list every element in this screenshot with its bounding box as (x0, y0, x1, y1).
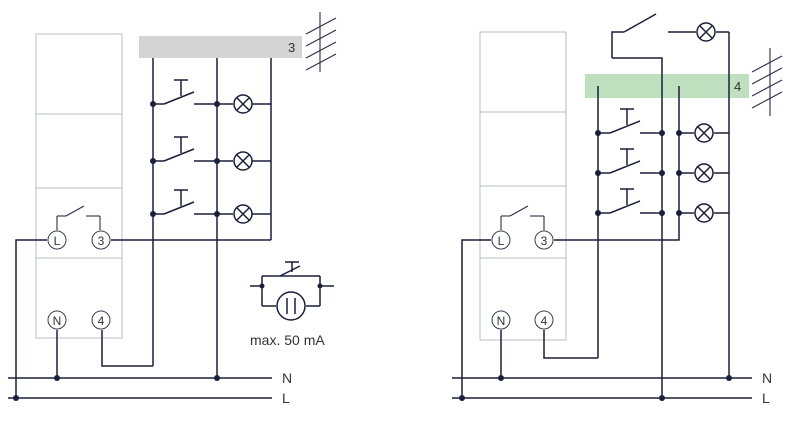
right-lamp-3-icon (694, 203, 714, 223)
left-terminal-4: 4 (91, 310, 111, 330)
current-limit-note: max. 50 mA (250, 332, 325, 348)
right-bus-label: 4 (734, 79, 741, 94)
left-cable-marks (305, 12, 337, 72)
right-diagram: 4 (452, 13, 783, 406)
left-bus-bar (139, 36, 302, 58)
right-bus-bar (585, 74, 749, 98)
right-switch-row-3 (598, 188, 729, 214)
left-switch-row-2 (153, 136, 271, 162)
right-switch-row-1 (598, 108, 729, 134)
left-junction-dots (54, 101, 220, 381)
right-terminal-l: L (491, 230, 511, 250)
left-terminal-l: L (47, 230, 67, 250)
svg-text:N: N (497, 314, 506, 328)
left-lamp-2-icon (233, 151, 253, 171)
left-switch-row-3 (153, 189, 271, 215)
right-top-lamp-icon (696, 22, 716, 42)
left-lamp-1-icon (233, 94, 253, 114)
right-lamp-2-icon (694, 163, 714, 183)
right-line-n-label: N (762, 370, 772, 386)
svg-text:L: L (498, 234, 505, 248)
svg-text:N: N (53, 314, 62, 328)
illuminated-pushbutton-icon (250, 261, 334, 321)
right-relay-contact (500, 205, 545, 230)
left-relay-contact (56, 205, 101, 230)
left-module (35, 33, 123, 339)
right-top-switch (611, 13, 730, 378)
left-terminal-3: 3 (91, 230, 111, 250)
svg-text:3: 3 (541, 234, 548, 248)
right-lamp-1-icon (694, 123, 714, 143)
left-switch-row-1 (153, 79, 271, 105)
left-terminal-n: N (47, 310, 67, 330)
right-junction-dots (459, 130, 732, 401)
right-switch-row-2 (598, 148, 729, 174)
left-line-l-label: L (282, 390, 290, 406)
right-module (479, 31, 567, 341)
left-bus-label: 3 (288, 40, 295, 55)
right-cable-marks (751, 48, 783, 116)
right-line-l-label: L (762, 390, 770, 406)
right-terminal-3: 3 (534, 230, 554, 250)
svg-text:4: 4 (541, 314, 548, 328)
left-diagram: 3 (8, 12, 337, 406)
svg-text:3: 3 (98, 234, 105, 248)
svg-text:4: 4 (98, 314, 105, 328)
right-terminal-4: 4 (534, 310, 554, 330)
left-line-n-label: N (282, 370, 292, 386)
right-terminal-n: N (491, 310, 511, 330)
svg-text:L: L (54, 234, 61, 248)
left-lamp-3-icon (233, 204, 253, 224)
